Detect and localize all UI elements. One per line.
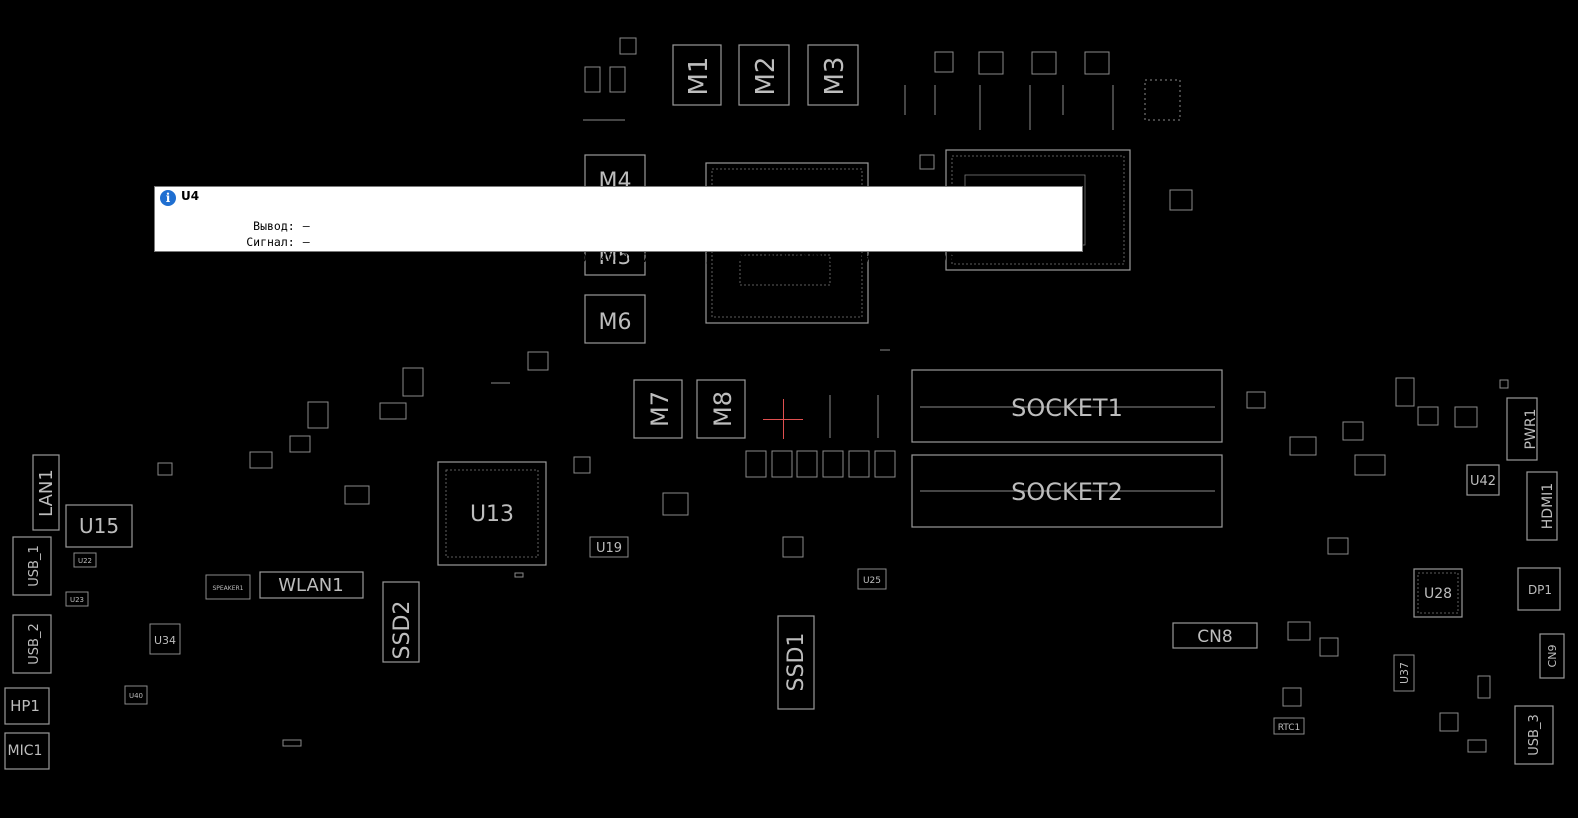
tooltip-row-pin: Вывод: — — [155, 205, 310, 247]
tooltip-key: Информация: — [218, 251, 295, 265]
chip-u37[interactable]: U37 — [1393, 654, 1415, 692]
connector-cn8[interactable]: CN8 — [1172, 622, 1258, 649]
tooltip-value: CPU,COFFEE LAKE,6 CORE i9-8950HK,INTEL/8… — [302, 251, 1002, 265]
svg-text:SSD1: SSD1 — [784, 633, 809, 692]
svg-text:SOCKET2: SOCKET2 — [1011, 478, 1123, 506]
chip-u28[interactable]: U28 — [1413, 568, 1463, 618]
crosshair-cursor-v — [783, 399, 784, 439]
svg-text:USB_1: USB_1 — [27, 545, 42, 586]
svg-text:U42: U42 — [1470, 474, 1496, 489]
connector-speaker1[interactable]: SPEAKER1 — [205, 574, 251, 600]
tooltip-value: — — [302, 219, 310, 233]
info-icon: i — [160, 190, 176, 206]
svg-text:SOCKET1: SOCKET1 — [1011, 394, 1123, 422]
svg-text:U13: U13 — [470, 502, 514, 527]
svg-text:SPEAKER1: SPEAKER1 — [212, 585, 243, 592]
svg-text:M3: M3 — [820, 57, 850, 96]
svg-text:U25: U25 — [863, 576, 881, 586]
component-info-tooltip: i U4 Вывод: — Сигнал: — Информация: CPU,COF… — [154, 186, 1083, 265]
chip-m1[interactable]: M1 — [672, 44, 722, 106]
chip-m8[interactable]: M8 — [696, 379, 746, 439]
tooltip-row-info: Информация: CPU,COFFEE LAKE,6 CORE i9-895… — [155, 237, 1002, 279]
tooltip-key: Сигнал: — [246, 235, 295, 249]
tooltip-title: U4 — [181, 189, 200, 203]
tooltip-value: — — [302, 235, 310, 249]
tooltip-row-signal: Сигнал: — — [155, 221, 310, 263]
chip-m2[interactable]: M2 — [738, 44, 790, 106]
svg-text:M6: M6 — [599, 310, 632, 335]
connector-wlan1[interactable]: WLAN1 — [259, 571, 364, 599]
svg-text:LAN1: LAN1 — [36, 469, 57, 517]
svg-text:U23: U23 — [70, 596, 84, 604]
chip-u13[interactable]: U13 — [437, 461, 547, 566]
socket2[interactable]: SOCKET2 — [911, 454, 1223, 528]
component-rtc1[interactable]: RTC1 — [1273, 717, 1305, 735]
svg-text:RTC1: RTC1 — [1278, 723, 1301, 733]
connector-lan1[interactable]: LAN1 — [32, 454, 60, 531]
connector-ssd1[interactable]: SSD1 — [777, 615, 815, 710]
svg-text:M1: M1 — [684, 57, 714, 96]
chip-u42[interactable]: U42 — [1466, 464, 1500, 496]
svg-text:MIC1: MIC1 — [8, 743, 43, 759]
svg-text:M7: M7 — [646, 391, 674, 427]
svg-text:U28: U28 — [1424, 586, 1452, 602]
left-cluster-parts — [157, 351, 591, 505]
socket1[interactable]: SOCKET1 — [911, 369, 1223, 443]
svg-text:USB_2: USB_2 — [27, 623, 42, 664]
connector-dp1[interactable]: DP1 — [1517, 567, 1561, 611]
chip-u22[interactable]: U22 — [73, 552, 97, 568]
connector-hdmi1[interactable]: HDMI1 — [1526, 471, 1558, 541]
chip-u40[interactable]: U40 — [124, 685, 148, 705]
connector-cn9[interactable]: CN9 — [1539, 633, 1565, 679]
middle-parts-row — [662, 395, 896, 558]
svg-text:U34: U34 — [154, 634, 176, 647]
svg-text:CN9: CN9 — [1546, 645, 1559, 668]
right-small-parts — [1246, 377, 1509, 753]
top-small-parts — [583, 37, 1193, 211]
svg-text:M8: M8 — [709, 391, 737, 427]
connector-usb2[interactable]: USB_2 — [12, 614, 52, 674]
svg-text:M2: M2 — [751, 57, 781, 96]
svg-text:HDMI1: HDMI1 — [1540, 483, 1556, 529]
chip-u19[interactable]: U19 — [589, 536, 629, 558]
connector-ssd2[interactable]: SSD2 — [382, 581, 420, 663]
svg-text:PWR1: PWR1 — [1523, 409, 1539, 450]
svg-text:WLAN1: WLAN1 — [278, 575, 343, 596]
svg-text:CN8: CN8 — [1197, 627, 1232, 647]
chip-u25[interactable]: U25 — [857, 568, 887, 590]
connector-hp1[interactable]: HP1 — [4, 687, 50, 725]
connector-mic1[interactable]: MIC1 — [4, 732, 50, 770]
svg-text:HP1: HP1 — [10, 697, 40, 715]
svg-text:U15: U15 — [79, 514, 119, 538]
chip-m3[interactable]: M3 — [807, 44, 859, 106]
svg-text:USB_3: USB_3 — [1527, 714, 1542, 755]
svg-text:U22: U22 — [78, 557, 92, 565]
bottom-misc — [282, 349, 890, 747]
chip-u34[interactable]: U34 — [149, 623, 181, 655]
svg-text:U37: U37 — [1398, 662, 1411, 684]
svg-text:DP1: DP1 — [1528, 583, 1552, 597]
tooltip-key: Вывод: — [253, 219, 295, 233]
connector-usb3[interactable]: USB_3 — [1514, 705, 1554, 765]
chip-u23[interactable]: U23 — [65, 591, 89, 607]
chip-m6[interactable]: M6 — [584, 294, 646, 344]
chip-u15[interactable]: U15 — [65, 504, 133, 548]
svg-text:U40: U40 — [129, 692, 143, 700]
svg-text:U19: U19 — [596, 541, 622, 556]
chip-m7[interactable]: M7 — [633, 379, 683, 439]
connector-usb1[interactable]: USB_1 — [12, 536, 52, 596]
connector-pwr1[interactable]: PWR1 — [1506, 397, 1539, 461]
svg-text:SSD2: SSD2 — [390, 601, 415, 660]
